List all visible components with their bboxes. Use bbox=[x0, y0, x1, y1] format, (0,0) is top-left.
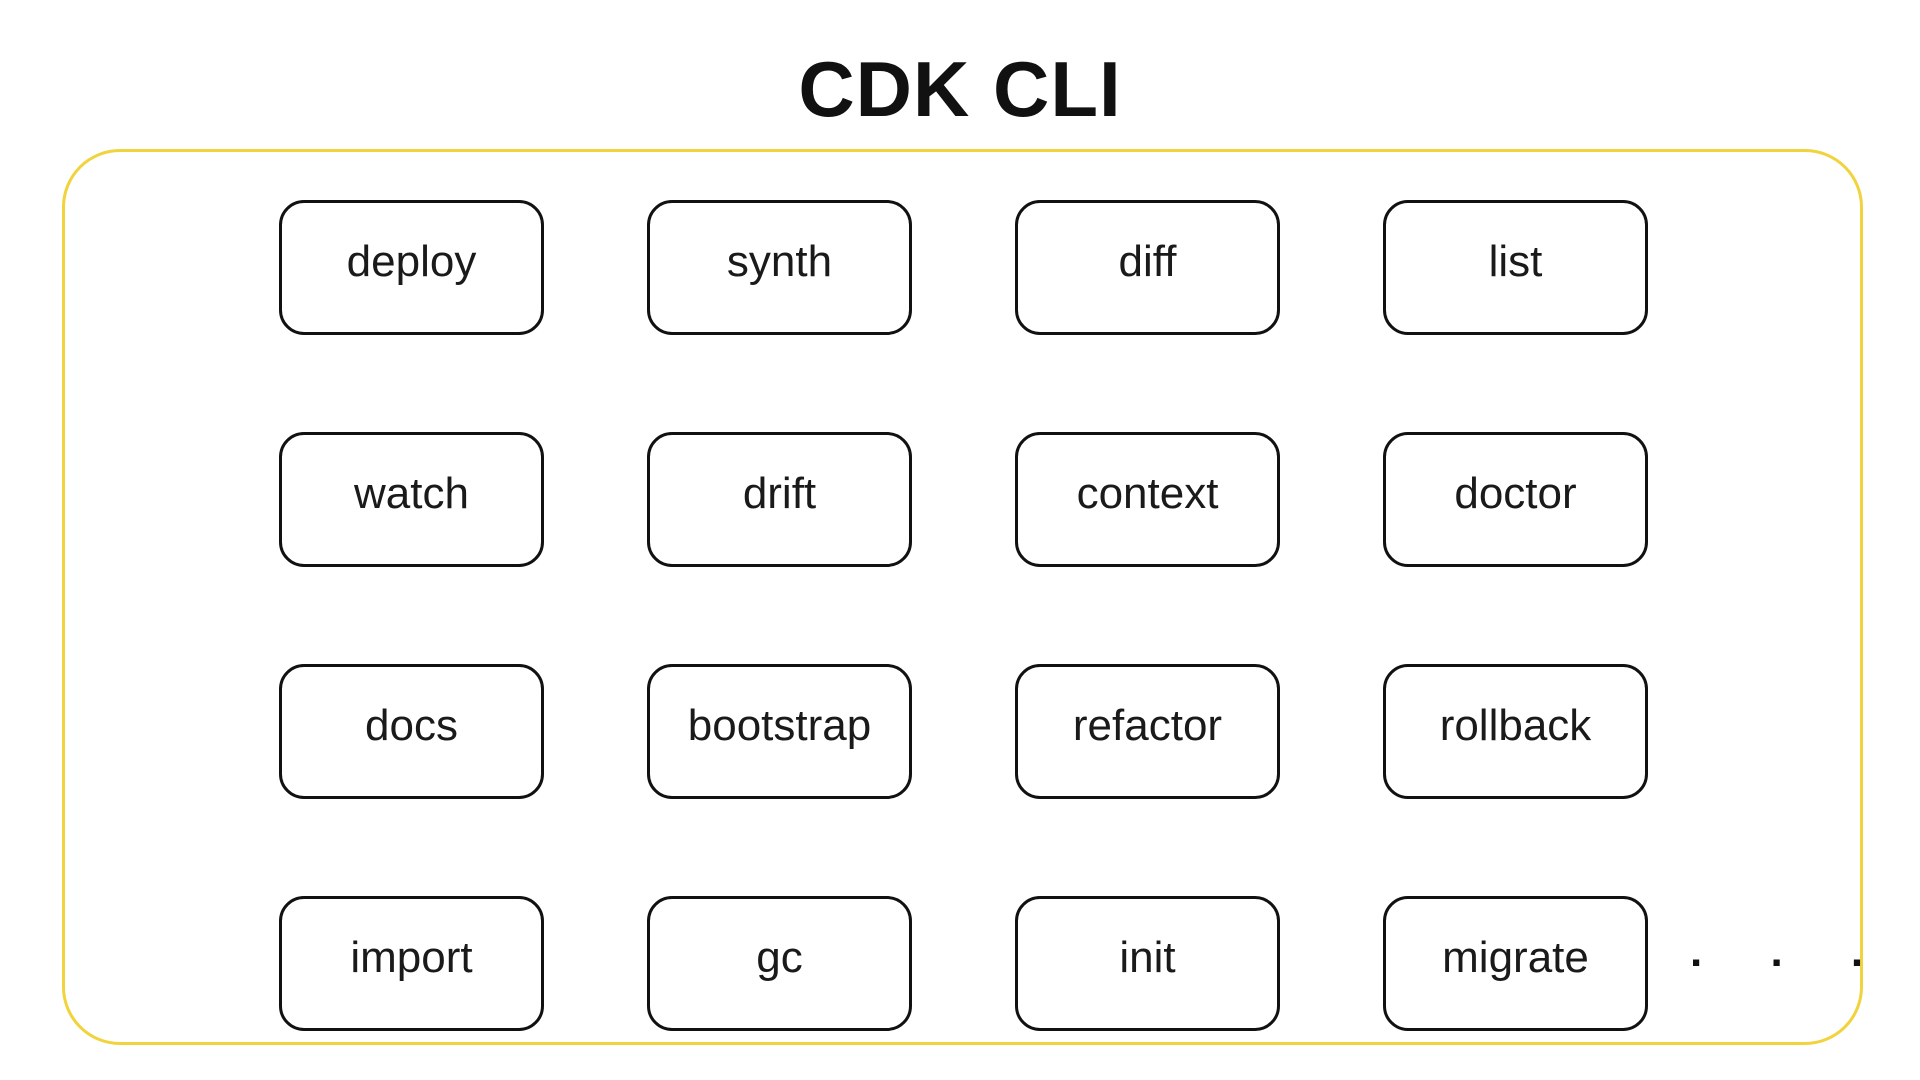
diagram-title: CDK CLI bbox=[798, 45, 1122, 133]
cli-container-frame bbox=[62, 149, 1863, 1045]
command-box-context: context bbox=[1015, 432, 1280, 567]
command-box-synth: synth bbox=[647, 200, 912, 335]
command-box-refactor: refactor bbox=[1015, 664, 1280, 799]
command-box-migrate: migrate bbox=[1383, 896, 1648, 1031]
command-box-doctor: doctor bbox=[1383, 432, 1648, 567]
command-box-bootstrap: bootstrap bbox=[647, 664, 912, 799]
command-box-gc: gc bbox=[647, 896, 912, 1031]
command-box-init: init bbox=[1015, 896, 1280, 1031]
command-box-deploy: deploy bbox=[279, 200, 544, 335]
command-grid: deploy synth diff list watch drift conte… bbox=[279, 200, 1648, 1031]
command-box-watch: watch bbox=[279, 432, 544, 567]
command-box-rollback: rollback bbox=[1383, 664, 1648, 799]
command-box-diff: diff bbox=[1015, 200, 1280, 335]
command-box-drift: drift bbox=[647, 432, 912, 567]
more-commands-ellipsis: . . . bbox=[1690, 927, 1892, 976]
command-box-import: import bbox=[279, 896, 544, 1031]
command-box-list: list bbox=[1383, 200, 1648, 335]
command-box-docs: docs bbox=[279, 664, 544, 799]
